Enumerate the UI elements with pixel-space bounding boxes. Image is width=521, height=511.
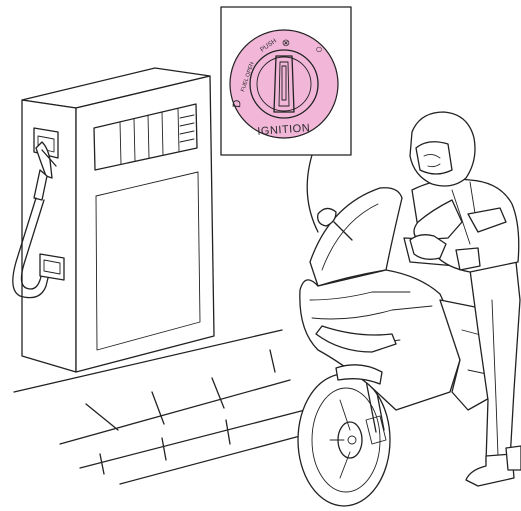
helmet-visor — [416, 142, 452, 174]
fuel-position-symbol: D — [231, 99, 244, 108]
fuel-pump-icon — [13, 68, 214, 372]
on-position-symbol: ○ — [315, 42, 322, 56]
ignition-callout: IGNITION PUSH FUEL OPEN D ⊗ ○ — [221, 7, 351, 155]
callout-leader — [307, 155, 318, 232]
lock-position-symbol: ⊗ — [282, 38, 290, 49]
